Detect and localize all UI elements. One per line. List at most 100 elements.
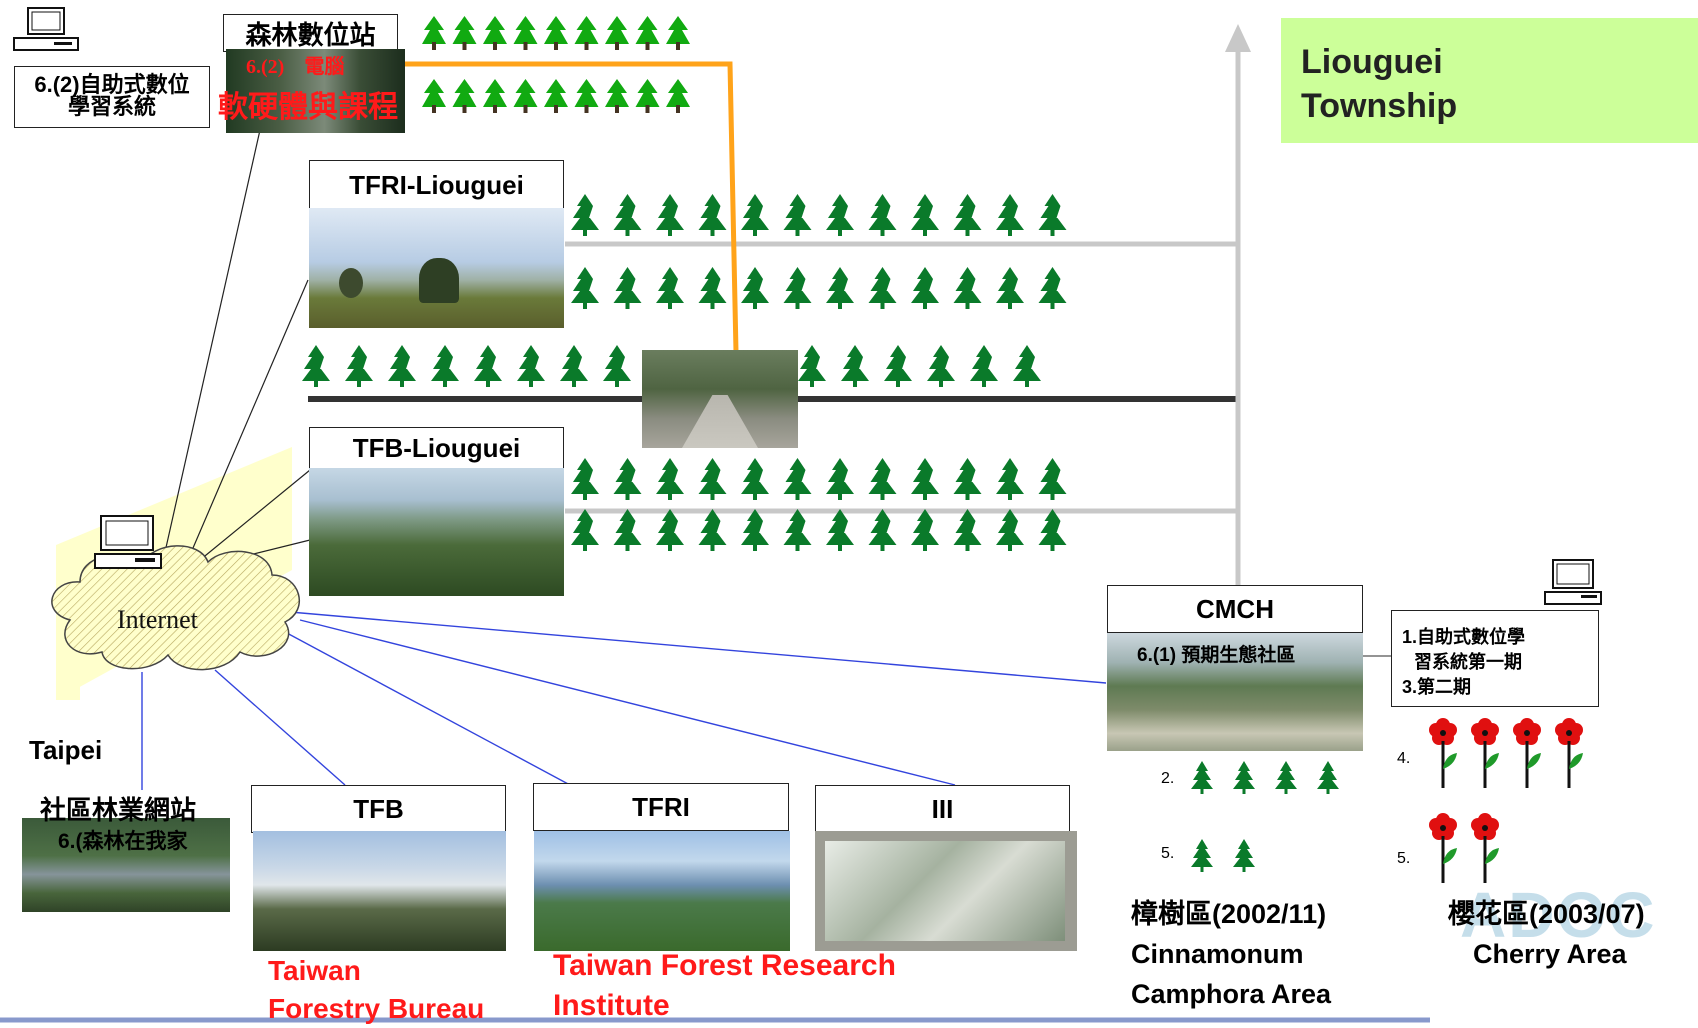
tree-icon — [1233, 761, 1255, 794]
tree-icon — [868, 194, 897, 236]
pine-tree-icon — [605, 16, 629, 50]
pine-tree-icon — [452, 79, 477, 113]
tree-icon — [868, 458, 897, 500]
tfri-title-text: TFRI — [632, 791, 690, 822]
tree-icon — [517, 345, 545, 387]
tfb-liouguei-text: TFB-Liouguei — [352, 432, 521, 463]
tree-icon — [613, 458, 642, 500]
tfri-photo — [534, 831, 790, 951]
tree-icon — [783, 194, 812, 236]
iii-photo — [815, 831, 1077, 951]
tree-icon — [741, 267, 769, 309]
pine-tree-icon — [452, 16, 477, 50]
pine-tree-icon — [635, 79, 660, 113]
tfb-title: TFB — [251, 785, 506, 833]
township-line1: Liouguei — [1301, 43, 1443, 81]
tree-icon — [953, 267, 982, 309]
township-legend: Liouguei Township — [1281, 18, 1698, 143]
tree-icon — [1191, 839, 1213, 872]
road-photo — [642, 350, 798, 448]
tfri-label-line1: Taiwan Forest Research — [553, 949, 896, 982]
pine-tree-icon — [483, 16, 507, 50]
tfb-label-line2: Forestry Bureau — [268, 993, 485, 1024]
self-learning-top-line1: 6.(2)自助式數位 — [34, 72, 190, 97]
tree-icon — [560, 345, 588, 387]
camphor-line1: 樟樹區(2002/11) — [1131, 899, 1327, 929]
cherry-line2: Cherry Area — [1473, 939, 1627, 969]
cherry-flower-icon — [1511, 716, 1543, 790]
tree-icon — [911, 458, 939, 500]
tree-icon — [826, 194, 854, 236]
pine-tree-icon — [513, 16, 538, 50]
tree-icon — [911, 194, 939, 236]
tree-icon — [826, 509, 854, 551]
pine-tree-icon — [666, 16, 690, 50]
pine-tree-icon — [422, 79, 446, 113]
cherry-area-label: 櫻花區(2003/07) Cherry Area — [1448, 894, 1645, 974]
cherry-flower-icon — [1469, 811, 1501, 885]
pine-tree-icon — [635, 16, 660, 50]
tree-icon — [1191, 761, 1213, 794]
tree-icon — [571, 509, 599, 551]
tree-icon — [970, 345, 998, 387]
iii-title: III — [815, 785, 1070, 833]
tfri-liouguei-title: TFRI-Liouguei — [309, 160, 564, 210]
tree-icon — [388, 345, 416, 387]
camphor-line2: Cinnamonum — [1131, 939, 1304, 969]
tree-icon — [1275, 761, 1297, 794]
tfb-liouguei-photo — [309, 468, 564, 596]
pine-tree-icon — [544, 79, 568, 113]
number-5-left: 5. — [1161, 845, 1175, 862]
tree-icon — [1013, 345, 1041, 387]
tree-icon — [613, 509, 642, 551]
self-learning-right-line2: 習系統第一期 — [1414, 652, 1522, 672]
tfri-label-line2: Institute — [553, 989, 670, 1022]
cmch-title-text: CMCH — [1196, 593, 1274, 624]
tree-icon — [884, 345, 912, 387]
cherry-flower-icon — [1469, 716, 1501, 790]
forest-station-red-line2: 軟硬體與課程 — [218, 91, 398, 124]
tree-icon — [656, 267, 684, 309]
tree-icon — [698, 509, 727, 551]
tree-icon — [927, 345, 955, 387]
tree-icon — [571, 458, 599, 500]
cherry-flower-icon — [1427, 811, 1459, 885]
orange-route — [395, 61, 739, 353]
tree-icon — [868, 509, 897, 551]
tree-icon — [1233, 839, 1255, 872]
pine-tree-icon — [574, 16, 599, 50]
forest-station-title-text: 森林數位站 — [245, 19, 376, 50]
forest-station-title: 森林數位站 — [223, 14, 398, 52]
pine-tree-icon — [666, 79, 690, 113]
computer-icon — [1544, 559, 1602, 605]
self-learning-box-top: 6.(2)自助式數位 學習系統 — [14, 66, 210, 128]
tree-icon — [798, 345, 826, 387]
cmch-subtitle: 6.(1) 預期生態社區 — [1137, 645, 1296, 666]
tfb-liouguei-title: TFB-Liouguei — [309, 427, 564, 469]
tree-icon — [1038, 267, 1067, 309]
tree-icon — [783, 267, 812, 309]
self-learning-right-line3: 3.第二期 — [1402, 677, 1472, 697]
tfb-title-text: TFB — [353, 793, 404, 824]
internet-label: Internet — [117, 605, 198, 634]
cmch-photo — [1107, 633, 1363, 751]
self-learning-box-right: 1.自助式數位學 習系統第一期 3.第二期 — [1391, 610, 1599, 707]
tree-icon — [613, 267, 642, 309]
cherry-line1: 櫻花區(2003/07) — [1448, 899, 1645, 929]
tree-icon — [911, 267, 939, 309]
tree-icon — [1038, 458, 1067, 500]
cherry-flower-icon — [1427, 716, 1459, 790]
tree-icon — [996, 509, 1024, 551]
tree-icon — [783, 458, 812, 500]
tree-icon — [613, 194, 642, 236]
tree-icon — [953, 509, 982, 551]
tree-icon — [741, 458, 769, 500]
self-learning-right-line1: 1.自助式數位學 — [1402, 627, 1526, 647]
pine-tree-icon — [422, 16, 446, 50]
pine-tree-icon — [513, 79, 538, 113]
cherry-flower-icon — [1553, 716, 1585, 790]
pine-tree-icon — [544, 16, 568, 50]
computer-icon — [13, 7, 79, 51]
township-line2: Township — [1301, 87, 1458, 125]
tree-icon — [603, 345, 631, 387]
